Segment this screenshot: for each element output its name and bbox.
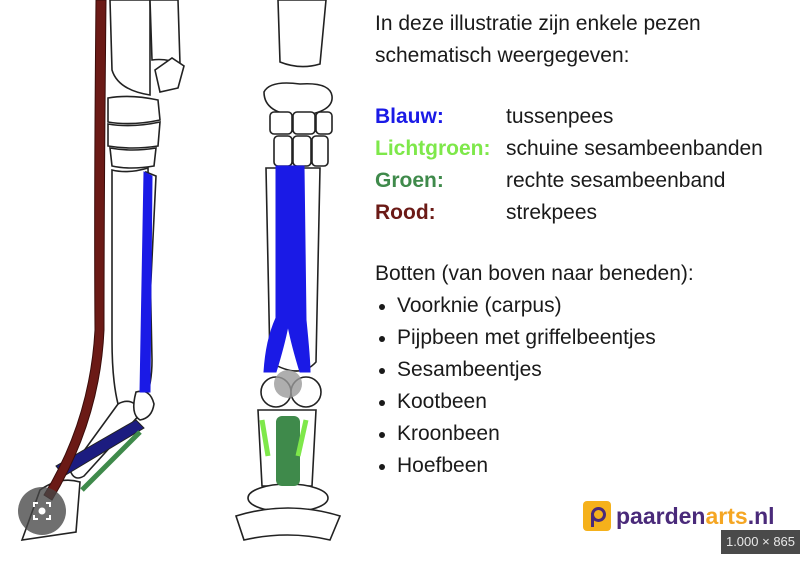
carpal-mid-front-3 <box>315 111 333 135</box>
legend-key: Blauw: <box>375 105 444 128</box>
legend-row-red: Rood: strekpees <box>375 197 795 229</box>
lens-icon <box>33 502 51 520</box>
brand-text-main: paarden <box>616 502 706 529</box>
carpal-mid-front-2 <box>292 111 316 135</box>
carpal-low-front-1 <box>273 135 293 167</box>
sesamoid-overlay <box>274 370 302 398</box>
carpal-top-front <box>263 82 333 117</box>
legend-row-blue: Blauw: tussenpees <box>375 101 795 133</box>
oblique-ligament-left-front <box>259 419 271 457</box>
carpal-row2-side <box>107 120 161 149</box>
bone-list-item: Kroonbeen <box>375 418 795 450</box>
bone-list-item: Sesambeentjes <box>375 354 795 386</box>
brand-text: paardenarts.nl <box>616 503 775 530</box>
intro-text: In deze illustratie zijn enkele pezen sc… <box>375 12 701 67</box>
image-size-badge: 1.000 × 865 <box>721 530 800 554</box>
legend-value: rechte sesambeenband <box>506 169 726 192</box>
oblique-ligament-right-front <box>295 419 309 457</box>
visual-search-button[interactable] <box>18 487 66 535</box>
bone-list-item: Voorknie (carpus) <box>375 290 795 322</box>
legend-key: Lichtgroen: <box>375 137 491 160</box>
brand-logo-icon <box>583 501 611 531</box>
brand-text-domain: .nl <box>747 502 775 529</box>
brand-text-accent: arts <box>705 502 748 529</box>
radius-bone-side <box>109 0 151 96</box>
oblique-ligament-side <box>80 430 142 492</box>
legend-value: schuine sesambeenbanden <box>506 137 763 160</box>
legend-row-green: Groen: rechte sesambeenband <box>375 165 795 197</box>
legend-row-light-green: Lichtgroen: schuine sesambeenbanden <box>375 133 795 165</box>
sesamoid-side <box>132 390 155 421</box>
suspensory-ligament-front <box>263 165 311 373</box>
legend-key: Rood: <box>375 201 436 224</box>
coffin-front <box>234 507 342 541</box>
color-legend: Blauw: tussenpees Lichtgroen: schuine se… <box>375 101 795 229</box>
straight-ligament-front <box>276 416 300 486</box>
suspensory-ligament-side <box>139 171 153 393</box>
brand-logo: paardenarts.nl <box>583 500 775 532</box>
legend-value: strekpees <box>506 201 598 224</box>
legend-value: tussenpees <box>506 105 614 128</box>
bone-list-item: Hoefbeen <box>375 450 795 482</box>
accessory-carpal-side <box>154 57 185 93</box>
bone-list-item: Kootbeen <box>375 386 795 418</box>
carpal-low-front-3 <box>311 135 329 167</box>
radius-ulna-side <box>149 0 181 66</box>
bones-title: Botten (van boven naar beneden): <box>375 262 694 285</box>
text-panel: In deze illustratie zijn enkele pezen sc… <box>375 8 795 482</box>
carpal-row1-side <box>107 95 161 125</box>
bone-list-item: Pijpbeen met griffelbeentjes <box>375 322 795 354</box>
carpal-row3-side <box>109 147 157 169</box>
radius-front <box>277 0 327 68</box>
carpal-low-front-2 <box>292 135 312 167</box>
bone-list: Voorknie (carpus) Pijpbeen met griffelbe… <box>375 290 795 482</box>
leg-anatomy-illustration <box>20 0 342 541</box>
carpal-mid-front-1 <box>269 111 293 135</box>
extensor-tendon-side <box>43 0 107 501</box>
legend-key: Groen: <box>375 169 444 192</box>
